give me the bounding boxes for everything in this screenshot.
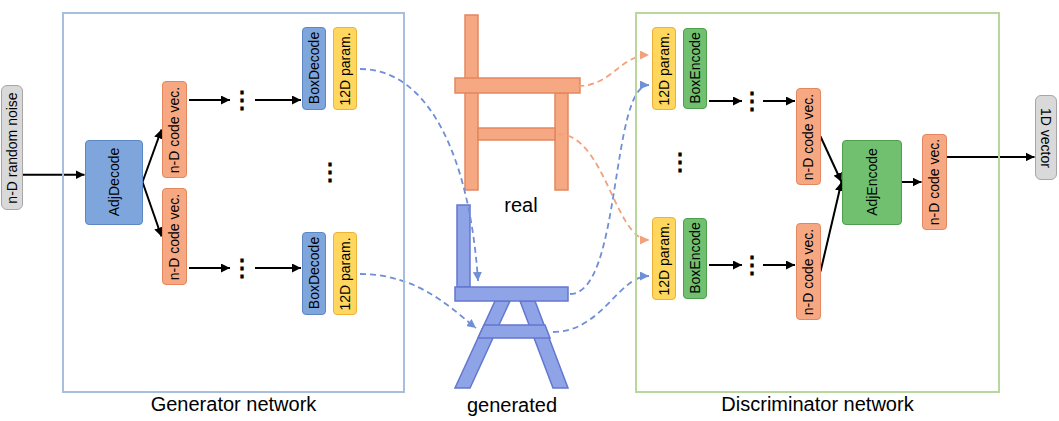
box-label: n-D code vec.: [800, 228, 816, 314]
box-label: n-D code vec.: [166, 86, 182, 172]
input-box: n-D random noise: [1, 85, 23, 210]
param-box: 12D param.: [652, 217, 676, 300]
box-label: n-D code vec.: [800, 93, 816, 179]
encoder-box: BoxEncode: [683, 218, 707, 300]
ellipsis: ⋮: [668, 150, 692, 174]
flow-arrow: [821, 137, 842, 183]
flow-arrow: [23, 174, 85, 176]
ellipsis: ⋮: [740, 89, 764, 113]
network-frame: 12D param. BoxEncode 12D param. BoxEncode n-…: [635, 12, 1000, 393]
code-box: n-D code vec.: [162, 188, 187, 284]
box-label: 1D vector: [1038, 108, 1054, 168]
real-chair: [455, 15, 580, 190]
network-frame: AdjDecode n-D code vec. n-D code vec. BoxDe…: [62, 12, 405, 393]
code-box: n-D code vec.: [162, 81, 187, 177]
param-box: 12D param.: [333, 27, 357, 110]
box-label: 12D param.: [337, 237, 353, 310]
encoder-box: BoxEncode: [683, 28, 707, 110]
code-box: n-D code vec.: [796, 223, 821, 319]
flow-arrow: [947, 156, 1035, 158]
encoder-box: AdjEncode: [842, 140, 902, 225]
box-label: n-D code vec.: [166, 193, 182, 279]
ellipsis: ⋮: [230, 256, 254, 280]
box-label: BoxEncode: [687, 33, 703, 105]
ellipsis: ⋮: [740, 253, 764, 277]
ellipsis: ⋮: [318, 160, 342, 184]
network-title: Discriminator network: [721, 393, 913, 416]
box-label: AdjEncode: [864, 148, 880, 216]
param-box: 12D param.: [333, 232, 357, 315]
code-box: n-D code vec.: [796, 88, 821, 184]
box-label: AdjDecode: [106, 148, 122, 217]
code-box: n-D code vec.: [922, 134, 947, 230]
sample-label: generated: [467, 395, 557, 415]
box-label: BoxDecode: [306, 32, 322, 104]
flow-arrow: [143, 182, 162, 237]
box-label: BoxDecode: [306, 237, 322, 309]
param-box: 12D param.: [652, 27, 676, 110]
flow-arrow: [821, 182, 842, 272]
box-label: n-D random noise: [4, 92, 20, 203]
box-label: BoxEncode: [687, 223, 703, 295]
box-label: 12D param.: [337, 32, 353, 105]
ellipsis: ⋮: [230, 88, 254, 112]
decoder-box: BoxDecode: [302, 27, 326, 109]
box-label: 12D param.: [656, 32, 672, 105]
decoder-box: BoxDecode: [302, 232, 326, 314]
flow-arrow: [143, 130, 162, 183]
flow-arrow: [902, 181, 922, 183]
box-label: n-D code vec.: [926, 139, 942, 225]
sample-label: real: [504, 195, 537, 215]
output-box: 1D vector: [1035, 95, 1057, 180]
box-label: 12D param.: [656, 222, 672, 295]
network-title: Generator network: [151, 393, 317, 416]
decoder-box: AdjDecode: [85, 140, 143, 225]
